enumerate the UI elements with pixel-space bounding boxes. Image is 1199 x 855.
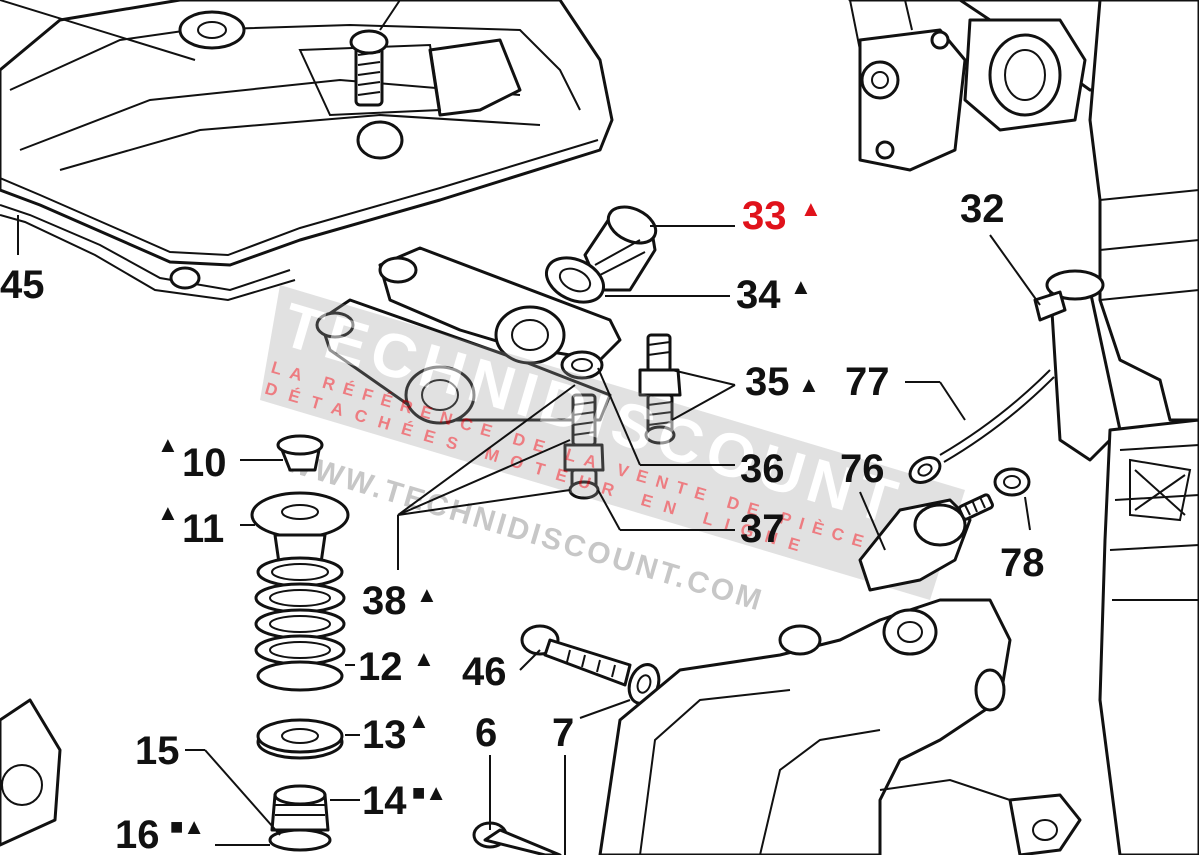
gasket-flange-left bbox=[0, 698, 62, 847]
callout-32: 32 bbox=[960, 187, 1005, 231]
nut-78 bbox=[993, 467, 1031, 497]
callout-33-number: 33 bbox=[742, 194, 787, 238]
callout-12-number: 12 bbox=[358, 645, 403, 689]
callout-34-marks: ▲ bbox=[790, 274, 812, 299]
callout-38-marks: ▲ bbox=[416, 582, 438, 607]
callout-7: 7 bbox=[552, 711, 574, 755]
callout-77-number: 77 bbox=[845, 360, 890, 404]
callout-14: 14 ■▲ bbox=[362, 779, 447, 823]
valve-collet-10 bbox=[276, 434, 324, 472]
exhaust-manifold bbox=[848, 0, 1199, 855]
hose-clamp-32 bbox=[1033, 269, 1105, 322]
callout-10: ▲ 10 bbox=[157, 432, 227, 485]
callout-33: 33 ▲ bbox=[742, 194, 822, 238]
wire-77 bbox=[908, 369, 1055, 484]
callout-45: 45 bbox=[0, 263, 45, 307]
bolt-6 bbox=[472, 821, 562, 855]
spring-seat-13 bbox=[256, 718, 344, 760]
callout-37-number: 37 bbox=[740, 507, 785, 551]
callout-37: 37 bbox=[740, 507, 785, 551]
nut-36 bbox=[560, 350, 604, 380]
plug-33 bbox=[583, 205, 658, 292]
callout-6-number: 6 bbox=[475, 711, 497, 755]
callout-13: 13 ▲ bbox=[362, 708, 430, 757]
adjuster-screw-35 bbox=[638, 333, 682, 445]
callout-78-number: 78 bbox=[1000, 541, 1045, 585]
callout-7-number: 7 bbox=[552, 711, 574, 755]
callout-15: 15 bbox=[135, 729, 180, 773]
callout-36: 36 bbox=[740, 447, 785, 491]
callout-6: 6 bbox=[475, 711, 497, 755]
intake-manifold bbox=[598, 598, 1082, 855]
callout-35-number: 35 bbox=[745, 360, 790, 404]
callout-13-marks: ▲ bbox=[408, 708, 430, 733]
callout-11-marks: ▲ bbox=[157, 500, 179, 525]
callout-14-marks: ■▲ bbox=[412, 780, 447, 805]
washer-16 bbox=[268, 828, 332, 852]
callout-10-marks: ▲ bbox=[157, 432, 179, 457]
callout-16-marks: ■▲ bbox=[170, 814, 205, 839]
callout-77: 77 bbox=[845, 360, 890, 404]
callout-45-number: 45 bbox=[0, 263, 45, 307]
callout-10-number: 10 bbox=[182, 441, 227, 485]
callout-46-number: 46 bbox=[462, 650, 507, 694]
leader-lines bbox=[0, 0, 1041, 855]
callout-76-number: 76 bbox=[840, 447, 885, 491]
sensor-76 bbox=[858, 493, 994, 592]
callout-11-number: 11 bbox=[182, 507, 224, 551]
callout-78: 78 bbox=[1000, 541, 1045, 585]
callout-16-number: 16 bbox=[115, 813, 160, 855]
callout-16: 16 ■▲ bbox=[115, 813, 205, 855]
callout-46: 46 bbox=[462, 650, 507, 694]
callout-33-marks: ▲ bbox=[800, 196, 822, 221]
callout-36-number: 36 bbox=[740, 447, 785, 491]
rocker-arm-assembly bbox=[315, 246, 622, 425]
callout-34-number: 34 bbox=[736, 273, 781, 317]
callout-15-number: 15 bbox=[135, 729, 180, 773]
callout-34: 34 ▲ bbox=[736, 273, 812, 317]
rocker-cover bbox=[0, 0, 614, 302]
valve-spring-12 bbox=[254, 556, 346, 692]
callout-38: 38 ▲ bbox=[362, 579, 438, 623]
callout-32-number: 32 bbox=[960, 187, 1005, 231]
cover-stud bbox=[349, 29, 389, 107]
callout-35: 35 ▲ bbox=[745, 360, 820, 404]
callout-12: 12 ▲ bbox=[358, 645, 435, 689]
callout-13-number: 13 bbox=[362, 713, 407, 757]
valve-seal-14 bbox=[270, 784, 330, 832]
callout-76: 76 bbox=[840, 447, 885, 491]
callout-12-marks: ▲ bbox=[413, 646, 435, 671]
bolt-46 bbox=[520, 624, 632, 687]
callout-35-marks: ▲ bbox=[798, 372, 820, 397]
callout-14-number: 14 bbox=[362, 779, 407, 823]
washer-34 bbox=[545, 256, 605, 304]
callout-11: ▲ 11 bbox=[157, 500, 224, 551]
callout-38-number: 38 bbox=[362, 579, 407, 623]
adjuster-screw-37 bbox=[563, 393, 605, 500]
